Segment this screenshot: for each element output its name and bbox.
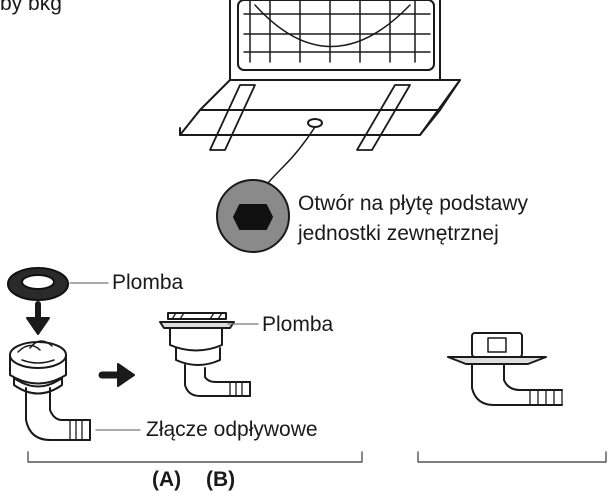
base-hole-label-line2: jednostki zewnętrznej (298, 222, 499, 245)
seal-label-1: Plomba (112, 271, 184, 294)
group-bracket-left (27, 451, 363, 463)
caption-top: by bkg (0, 0, 62, 15)
arrow-right-icon (98, 363, 135, 387)
drain-connector-a-drawing (9, 340, 141, 441)
arrow-down-icon (26, 301, 50, 335)
seal-label-2: Plomba (262, 313, 334, 336)
base-hole-label-line1: Otwór na płytę podstawy (298, 192, 528, 215)
seal-ring-drawing (7, 267, 109, 301)
outdoor-unit-drawing (179, 0, 461, 191)
drain-connector-label: Złącze odpływowe (146, 418, 318, 441)
group-label-b: (B) (206, 468, 236, 491)
drain-connector-installed-drawing (447, 332, 563, 406)
group-label-a: (A) (152, 468, 182, 491)
drain-connector-b-drawing (159, 312, 259, 397)
group-bracket-right (417, 451, 607, 463)
base-hole-magnified (216, 179, 290, 253)
